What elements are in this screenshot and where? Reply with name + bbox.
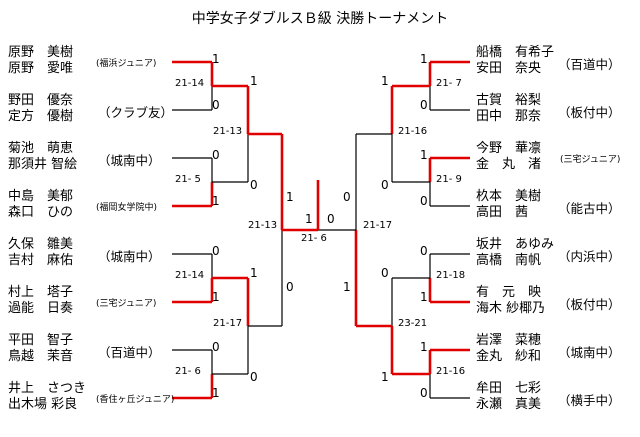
right-player-2: 海木 紗椰乃 xyxy=(476,301,546,316)
right-player-2: 高橋 南帆 xyxy=(476,253,542,268)
right-r1-result: 0 xyxy=(420,194,428,208)
left-player-1: 中島 美郁 xyxy=(8,189,74,204)
right-r1-result: 1 xyxy=(420,340,428,354)
right-r1-score: 21-18 xyxy=(436,270,466,281)
right-player-1: 岩澤 菜穂 xyxy=(476,333,542,348)
left-team-label: (香住ヶ丘ジュニア) xyxy=(96,395,175,405)
left-player-1: 原野 美樹 xyxy=(8,45,74,60)
left-player-1: 久保 雛美 xyxy=(8,237,74,252)
left-r1-result: 1 xyxy=(212,290,220,304)
left-player-2: 吉村 麻佑 xyxy=(8,253,74,268)
right-player-1: 坂井 あゆみ xyxy=(476,237,555,252)
left-r2-score: 21-17 xyxy=(213,318,243,329)
left-player-1: 井上 さつき xyxy=(8,381,87,396)
final-result-right: 0 xyxy=(327,212,335,226)
final-result-left: 1 xyxy=(305,212,313,226)
right-r1-score: 21- 9 xyxy=(436,174,462,185)
right-player-2: 金 丸 渚 xyxy=(476,157,542,172)
right-r1-result: 0 xyxy=(420,98,428,112)
right-team-label: （百道中） xyxy=(558,57,621,72)
right-team-label: （板付中） xyxy=(558,297,621,312)
right-sf-score: 21-17 xyxy=(363,220,393,231)
left-sf-score: 21-13 xyxy=(248,220,278,231)
page-title: 中学女子ダブルスＢ級 決勝トーナメント xyxy=(191,11,449,27)
right-r1-score: 21-16 xyxy=(436,366,466,377)
right-r2-result: 1 xyxy=(381,74,389,88)
right-r2-score: 23-21 xyxy=(398,318,428,329)
left-player-2: 森口 ひの xyxy=(8,205,74,220)
left-r2-result: 0 xyxy=(250,370,258,384)
left-sf-result: 1 xyxy=(286,190,294,204)
left-r1-result: 1 xyxy=(212,386,220,400)
right-r1-result: 0 xyxy=(420,244,428,258)
left-r2-score: 21-13 xyxy=(213,126,243,137)
left-r1-result: 1 xyxy=(212,52,220,66)
right-player-2: 高田 茜 xyxy=(476,205,529,220)
right-player-1: 牟田 七彩 xyxy=(476,381,542,396)
left-team-label: (三宅ジュニア) xyxy=(96,299,157,309)
left-team-label: (福浜ジュニア) xyxy=(96,59,157,69)
left-r1-result: 0 xyxy=(212,148,220,162)
right-player-1: 今野 華凛 xyxy=(476,141,542,156)
right-r1-result: 1 xyxy=(420,52,428,66)
right-r1-score: 21- 7 xyxy=(436,78,462,89)
left-team-label: （クラブ友） xyxy=(98,105,174,120)
right-r1-result: 1 xyxy=(420,148,428,162)
left-r2-result: 0 xyxy=(250,178,258,192)
right-team-label: （板付中） xyxy=(558,105,621,120)
right-player-1: 杦本 美樹 xyxy=(476,189,542,204)
left-player-2: 出木場 彩良 xyxy=(8,397,78,412)
left-player-2: 鳥越 茉音 xyxy=(8,349,74,364)
left-r1-result: 0 xyxy=(212,340,220,354)
left-r1-score: 21-14 xyxy=(175,78,205,89)
left-player-2: 定方 優樹 xyxy=(8,109,74,124)
right-team-label: （内浜中） xyxy=(558,249,621,264)
left-r1-score: 21-14 xyxy=(175,270,205,281)
right-player-1: 古賀 裕梨 xyxy=(476,93,542,108)
left-r1-score: 21- 6 xyxy=(175,366,201,377)
left-player-1: 平田 智子 xyxy=(8,333,74,348)
right-team-label: (三宅ジュニア) xyxy=(560,155,621,165)
right-team-label: （城南中） xyxy=(558,345,621,360)
left-team-label: （城南中） xyxy=(98,153,161,168)
right-sf-result: 1 xyxy=(343,280,351,294)
right-player-2: 田中 那奈 xyxy=(476,109,542,124)
left-player-1: 村上 塔子 xyxy=(8,285,74,300)
left-r1-score: 21- 5 xyxy=(175,174,201,185)
right-r2-result: 0 xyxy=(381,178,389,192)
left-team-label: （百道中） xyxy=(98,345,161,360)
right-player-2: 永瀬 真美 xyxy=(476,397,542,412)
left-team-label: (福岡女学院中) xyxy=(96,203,158,213)
right-r1-result: 1 xyxy=(420,290,428,304)
left-sf-result: 0 xyxy=(286,280,294,294)
final-score: 21- 6 xyxy=(301,233,327,244)
right-player-2: 金丸 紗和 xyxy=(476,349,542,364)
right-team-label: （能古中） xyxy=(558,201,621,216)
right-r1-result: 0 xyxy=(420,386,428,400)
left-r1-result: 0 xyxy=(212,244,220,258)
left-player-2: 過能 日奏 xyxy=(8,301,74,316)
left-r2-result: 1 xyxy=(250,74,258,88)
left-r1-result: 1 xyxy=(212,194,220,208)
right-r2-score: 21-16 xyxy=(398,126,428,137)
right-r2-result: 0 xyxy=(381,266,389,280)
right-team-label: （横手中） xyxy=(558,393,621,408)
left-player-1: 野田 優奈 xyxy=(8,93,74,108)
left-player-2: 原野 愛唯 xyxy=(8,61,74,76)
left-player-1: 菊池 萌恵 xyxy=(8,141,74,156)
left-player-2: 那須井 智絵 xyxy=(8,157,78,172)
left-r1-result: 0 xyxy=(212,98,220,112)
right-r2-result: 1 xyxy=(381,370,389,384)
right-player-1: 有 元 映 xyxy=(476,285,542,300)
right-sf-result: 0 xyxy=(343,190,351,204)
right-player-2: 安田 奈央 xyxy=(476,61,542,76)
left-team-label: （城南中） xyxy=(98,249,161,264)
left-r2-result: 1 xyxy=(250,266,258,280)
right-player-1: 船橋 有希子 xyxy=(476,45,555,60)
